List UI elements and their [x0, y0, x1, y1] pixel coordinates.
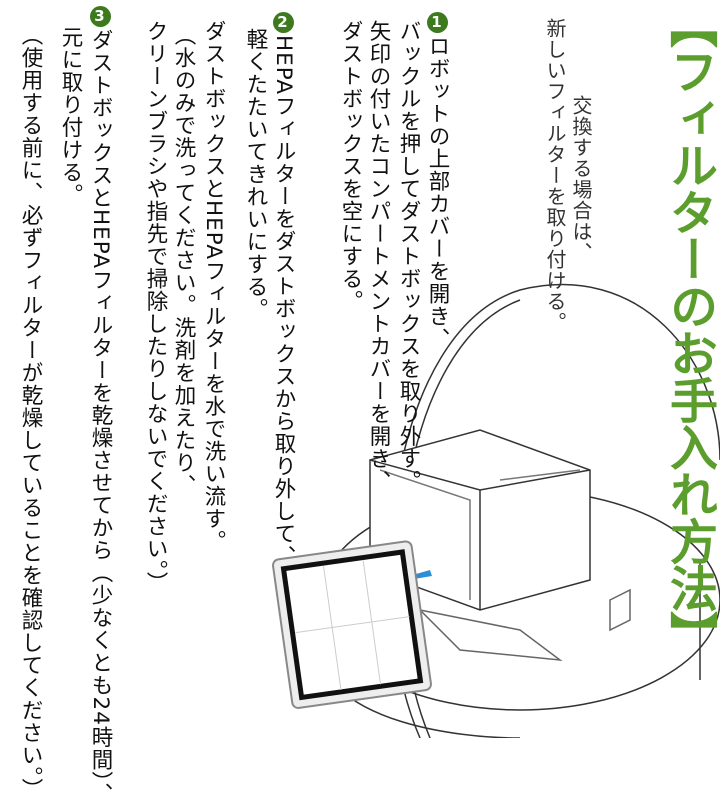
- step-1-line-2: バックルを押してダストボックスを取り外す。: [396, 20, 421, 493]
- robot-vacuum-illustration: [272, 283, 720, 738]
- subtitle-line-1: 交換する場合は、: [569, 95, 593, 263]
- step-3-line-1: 3ダストボックスとHEPAフィルターを乾燥させてから（少なくとも24時間）、: [88, 6, 113, 805]
- hepa-filter: [272, 540, 432, 709]
- step-3-line-2: 元に取り付ける。: [58, 26, 83, 206]
- step-2-line-1: 2HEPAフィルターをダストボックスから取り外して、: [271, 12, 296, 568]
- subtitle-line-2: 新しいフィルターを取り付ける。: [543, 18, 567, 333]
- step-1-line-3: 矢印の付いたコンパートメントカバーを開き、: [366, 20, 391, 493]
- step-1-line-1: 1ロボットの上部カバーを開き、: [425, 12, 450, 350]
- step-1-badge: 1: [426, 12, 448, 33]
- step-3-line-3: （使用する前に、必ずフィルターが乾燥していることを確認してください。）: [18, 24, 43, 801]
- step-3-badge: 3: [89, 6, 111, 27]
- step-2-line-5: クリーンブラシや指先で掃除したりしないでください。）: [143, 20, 168, 595]
- step-2-line-3: ダストボックスとHEPAフィルターを水で洗い流す。: [201, 20, 226, 553]
- step-2-line-4: （水のみで洗ってください。洗剤を加えたり、: [171, 24, 196, 497]
- step-2-line-2: 軽くたたいてきれいにする。: [243, 28, 268, 321]
- page-title: 【フィルターのお手入れ方法】: [661, 0, 717, 658]
- step-2-badge: 2: [272, 12, 294, 33]
- step-1-line-4: ダストボックスを空にする。: [338, 20, 363, 313]
